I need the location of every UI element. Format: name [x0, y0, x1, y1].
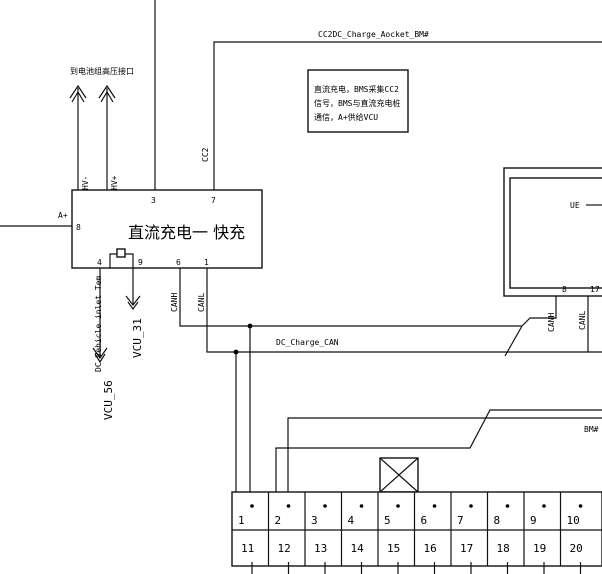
- a-plus-label: A+: [58, 211, 68, 220]
- pin-4: 4: [97, 258, 102, 267]
- right-module-inner: [509, 177, 602, 289]
- connector-pin-bottom: 12: [278, 542, 291, 555]
- connector-pin-top: 2: [275, 514, 282, 527]
- note-box: [307, 69, 409, 133]
- dc-charge-module: [71, 189, 263, 269]
- canl-label: CANL: [197, 293, 206, 312]
- wire-canh-left: [179, 268, 250, 327]
- pin-3: 3: [151, 196, 156, 205]
- connector-pin-top: 5: [384, 514, 391, 527]
- dc-temp-label: DC Vehicle inlet Tem: [94, 275, 103, 372]
- right-pin-17: 17: [590, 285, 600, 294]
- pin-1: 1: [204, 258, 209, 267]
- bms-net-label: BM#: [584, 425, 599, 434]
- pin-8: 8: [76, 223, 81, 232]
- vcu56-label: VCU_56: [102, 380, 115, 420]
- connector-pin-dot: [505, 504, 510, 508]
- right-canl-label: CANL: [578, 311, 587, 330]
- connector-pin-top: 6: [421, 514, 428, 527]
- connector-pin-top: 9: [530, 514, 537, 527]
- note-line-3: 通信，A+供给VCU: [314, 112, 378, 122]
- connector-pin-dot: [469, 504, 473, 508]
- pin-9: 9: [138, 258, 143, 267]
- wire-canl-left: [206, 268, 236, 353]
- pin-hv-plus: HV+: [110, 175, 119, 190]
- connector-body: [231, 491, 602, 567]
- thermistor-symbol: [109, 248, 134, 268]
- connector-pin-dot: [323, 504, 327, 508]
- connector-pin-top: 4: [348, 514, 355, 527]
- connector-pin-bottom: 14: [351, 542, 365, 555]
- top-left-label: 到电池组高压接口: [70, 66, 134, 76]
- wire-bms-2: [275, 409, 602, 510]
- connector-stubs: [251, 562, 582, 574]
- cc2-label: CC2: [201, 147, 210, 162]
- connector-pin-top: 7: [457, 514, 464, 527]
- connector-pin-bottom: 15: [387, 542, 400, 555]
- ue-label: UE: [570, 201, 580, 210]
- vcu31-label: VCU_31: [131, 318, 144, 358]
- connector-pin-bottom: 16: [424, 542, 437, 555]
- connector-pin-top: 3: [311, 514, 318, 527]
- vcu31-arrow: [125, 295, 141, 311]
- right-canh-label: CANH: [547, 313, 556, 332]
- connector-pin-bottom: 11: [241, 542, 254, 555]
- connector-pin-bottom: 20: [570, 542, 583, 555]
- connector-pin-top: 8: [494, 514, 501, 527]
- canh-label: CANH: [170, 293, 179, 312]
- connector-pin-dot: [432, 504, 437, 508]
- vcu56-arrow: [92, 347, 108, 364]
- cc2-net-label: CC2DC_Charge_Aocket_BM#: [318, 30, 429, 39]
- note-line-1: 直流充电，BMS采集CC2: [314, 84, 399, 94]
- pin-hv-minus: HV-: [81, 176, 90, 190]
- wire-canh-right: [521, 294, 557, 327]
- note-line-2: 信号，BMS与直流充电桩: [314, 98, 400, 108]
- pin-7: 7: [211, 196, 216, 205]
- wire-cc2: [213, 41, 602, 190]
- connector-pin-bottom: 17: [460, 542, 473, 555]
- connector-pin-dot: [250, 504, 254, 508]
- pin-6: 6: [176, 258, 181, 267]
- connector-pin-dot: [286, 504, 291, 508]
- connector-key-box: [379, 457, 419, 493]
- hv-plus-arrow: [98, 84, 116, 103]
- connector-pin-top: 1: [238, 514, 245, 527]
- connector-pin-dot: [578, 504, 583, 508]
- connector-pin-top: 10: [567, 514, 580, 527]
- wire-bms-1: [287, 417, 602, 510]
- module-title: 直流充电一 快充: [128, 223, 245, 242]
- connector-pin-dot: [542, 504, 546, 508]
- connector-pin-bottom: 19: [533, 542, 546, 555]
- hv-minus-arrow: [69, 84, 87, 103]
- connector-pin-bottom: 13: [314, 542, 327, 555]
- right-pin-8: 8: [562, 285, 567, 294]
- connector-pin-dot: [396, 504, 400, 508]
- connector-pin-dot: [359, 504, 364, 508]
- connector-pin-bottom: 18: [497, 542, 510, 555]
- can-net-label: DC_Charge_CAN: [276, 338, 339, 347]
